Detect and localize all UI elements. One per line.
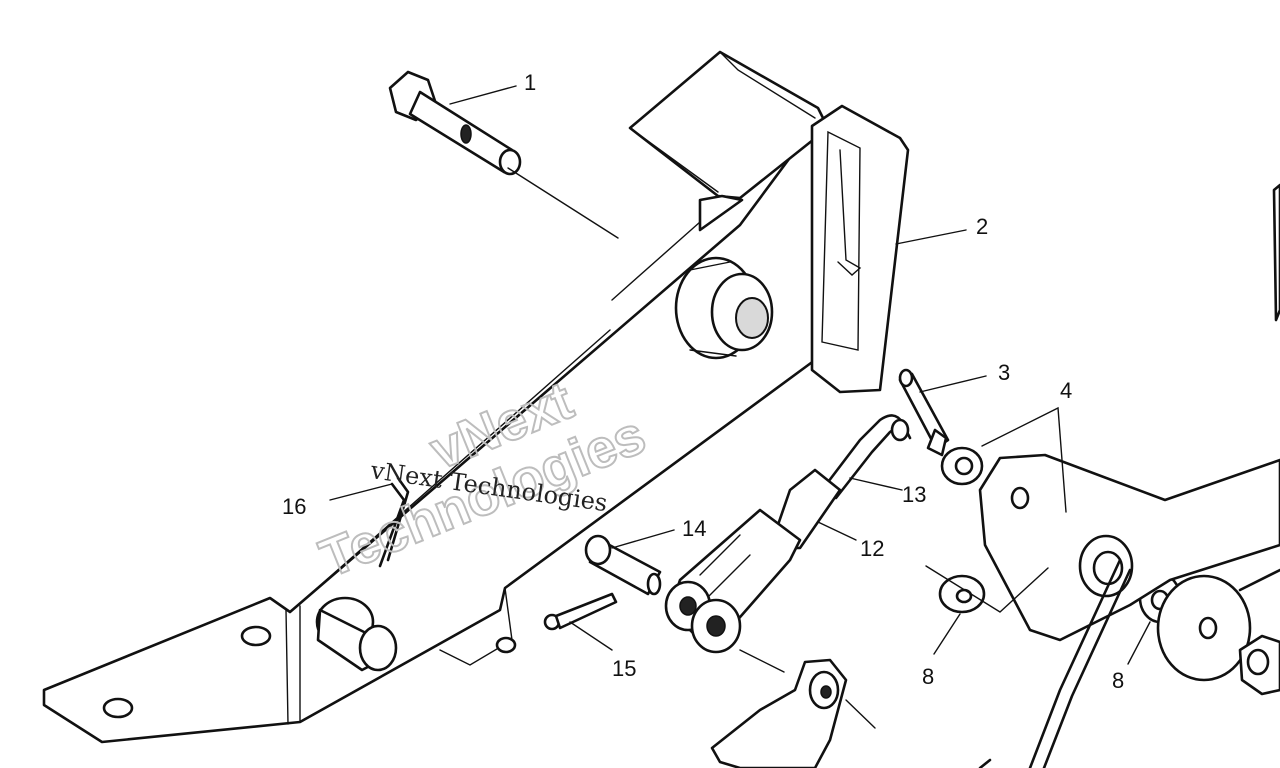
hairpin-clip-16	[378, 476, 410, 568]
lower-lever	[710, 658, 992, 768]
callout-16: 16	[282, 494, 306, 519]
callout-8b: 8	[1112, 668, 1124, 693]
callout-1: 1	[524, 70, 536, 95]
callout-15: 15	[612, 656, 636, 681]
callout-labels: 1 2 3 4 8 8 12 13 14 15 16	[282, 70, 1124, 693]
callout-4: 4	[1060, 378, 1072, 403]
callout-2: 2	[976, 214, 988, 239]
slotted-plate	[810, 104, 910, 394]
clevis-yoke	[664, 468, 842, 673]
main-bracket	[42, 126, 817, 744]
callout-14: 14	[682, 516, 706, 541]
large-washer-nut	[1156, 568, 1280, 696]
pivot-boss	[674, 256, 774, 360]
callout-8a: 8	[922, 664, 934, 689]
lever-arm	[978, 183, 1280, 768]
hex-bolt	[388, 70, 619, 239]
rod-assembly	[820, 368, 950, 500]
bracket-stud	[315, 596, 398, 672]
callout-13: 13	[902, 482, 926, 507]
clevis-pin	[584, 534, 662, 596]
callout-3: 3	[998, 360, 1010, 385]
cotter-pin-15	[543, 592, 618, 631]
leader-lines	[329, 85, 1151, 665]
callout-12: 12	[860, 536, 884, 561]
